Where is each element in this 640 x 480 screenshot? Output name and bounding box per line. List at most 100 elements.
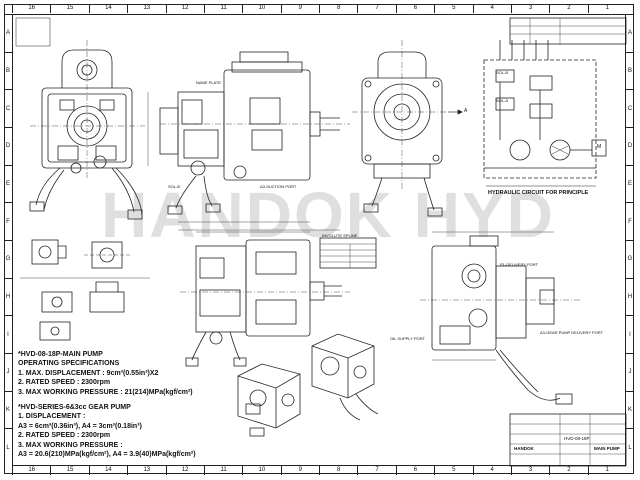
left-zone-k: K bbox=[4, 390, 12, 429]
left-zone-d: D bbox=[4, 127, 12, 165]
label-oil-supply-port: OIL SUPPLY PORT bbox=[390, 336, 425, 341]
top-zone-1: 1 bbox=[587, 4, 626, 13]
right-zone-k: K bbox=[626, 390, 634, 429]
left-zone-g: G bbox=[4, 240, 12, 278]
title-block-company: HANDOK bbox=[514, 446, 534, 451]
label-motor: M bbox=[597, 144, 602, 150]
top-zone-14: 14 bbox=[88, 4, 127, 13]
left-zone-j: J bbox=[4, 353, 12, 391]
left-zone-f: F bbox=[4, 202, 12, 240]
bottom-zone-5: 5 bbox=[434, 466, 472, 475]
bottom-zone-4: 4 bbox=[472, 466, 511, 475]
bottom-zone-16: 16 bbox=[12, 466, 50, 475]
right-zone-g: G bbox=[626, 240, 634, 278]
label-gear-pump-delivery: A3-GEAR PUMP DELIVERY PORT bbox=[540, 330, 604, 335]
spec-gear-pump-title: *HVD-SERIES-6&3cc GEAR PUMP bbox=[18, 404, 131, 412]
right-zone-b: B bbox=[626, 51, 634, 90]
bottom-zone-9: 9 bbox=[280, 466, 319, 475]
spec-rated-speed: 2. RATED SPEED : 2300rpm bbox=[18, 379, 111, 387]
label-involute-spline: INVOLUTE SPLINE bbox=[322, 233, 358, 238]
spec-gear-pressure-values: A3 = 20.6(210)MPa(kgf/cm²), A4 = 3.9(40)… bbox=[18, 451, 196, 459]
watermark-text: HANDOK HYD bbox=[101, 179, 555, 251]
isometric-views bbox=[237, 333, 379, 437]
right-zone-f: F bbox=[626, 202, 634, 240]
spec-operating-title: OPERATING SPECIFICATIONS bbox=[18, 360, 120, 368]
label-sol-b: SOL-B bbox=[168, 184, 181, 189]
top-zone-11: 11 bbox=[203, 4, 242, 13]
right-zone-i: I bbox=[626, 315, 634, 353]
left-zone-l: L bbox=[4, 428, 12, 466]
top-zone-16: 16 bbox=[12, 4, 50, 13]
spec-main-pump-title: *HVD-08-18P-MAIN PUMP bbox=[18, 351, 103, 358]
label-suction-port: A3-SUCTION PORT bbox=[260, 184, 297, 189]
right-zone-j: J bbox=[626, 353, 634, 391]
spec-gear-rated-speed: 2. RATED SPEED : 2300rpm bbox=[18, 432, 111, 440]
right-zone-a: A bbox=[626, 14, 634, 52]
bottom-zone-12: 12 bbox=[165, 466, 204, 475]
spec-gear-max-pressure: 3. MAX WORKING PRESSURE : bbox=[18, 441, 123, 449]
logo-block bbox=[15, 17, 51, 47]
spec-gear-displacement: 1. DISPLACEMENT : bbox=[18, 413, 86, 421]
title-block-name: MAIN PUMP bbox=[594, 446, 620, 451]
bottom-zone-6: 6 bbox=[395, 466, 434, 475]
side-view bbox=[147, 51, 350, 231]
rear-view bbox=[352, 40, 463, 217]
spec-gear-displacement-values: A3 = 6cm³(0.36in³), A4 = 3cm³(0.18in³) bbox=[18, 422, 142, 430]
right-zone-l: L bbox=[626, 428, 634, 466]
right-zone-h: H bbox=[626, 277, 634, 316]
gear-pump-view bbox=[420, 231, 580, 405]
left-zone-h: H bbox=[4, 277, 12, 316]
detail-views bbox=[20, 239, 150, 341]
top-zone-12: 12 bbox=[165, 4, 204, 13]
label-circuit-sol-a: SOL-A bbox=[496, 98, 509, 103]
left-zone-e: E bbox=[4, 164, 12, 203]
top-zone-13: 13 bbox=[127, 4, 165, 13]
top-zone-9: 9 bbox=[280, 4, 319, 13]
hydraulic-circuit bbox=[483, 40, 607, 187]
revision-block bbox=[509, 17, 627, 45]
bottom-zone-1: 1 bbox=[587, 466, 626, 475]
top-zone-2: 2 bbox=[549, 4, 587, 13]
top-zone-7: 7 bbox=[357, 4, 395, 13]
label-circuit-sol-b: SOL-B bbox=[496, 70, 509, 75]
left-zone-c: C bbox=[4, 89, 12, 127]
hydraulic-circuit-title: HYDRAULIC CIRCUIT FOR PRINCIPLE bbox=[488, 190, 589, 196]
top-zone-8: 8 bbox=[319, 4, 357, 13]
bottom-zone-15: 15 bbox=[50, 466, 88, 475]
spline-table bbox=[319, 237, 377, 269]
top-zone-4: 4 bbox=[472, 4, 511, 13]
left-zone-b: B bbox=[4, 51, 12, 90]
label-name-plate: NAME PLATE bbox=[196, 80, 222, 85]
left-zone-i: I bbox=[4, 315, 12, 353]
title-block bbox=[509, 413, 627, 467]
bottom-zone-10: 10 bbox=[242, 466, 280, 475]
operating-specifications: *HVD-08-18P-MAIN PUMP OPERATING SPECIFIC… bbox=[18, 350, 248, 459]
right-zone-d: D bbox=[626, 127, 634, 165]
left-zone-a: A bbox=[4, 14, 12, 52]
bottom-zone-8: 8 bbox=[319, 466, 357, 475]
bottom-zone-3: 3 bbox=[510, 466, 549, 475]
label-arrow-a: A bbox=[464, 108, 468, 114]
top-zone-10: 10 bbox=[242, 4, 280, 13]
bottom-zone-13: 13 bbox=[127, 466, 165, 475]
bottom-zone-2: 2 bbox=[549, 466, 587, 475]
title-block-model: HVD-08-18P bbox=[564, 436, 590, 441]
bottom-zone-7: 7 bbox=[357, 466, 395, 475]
label-delivery-port: P1-DELIVERY PORT bbox=[500, 262, 539, 267]
right-zone-e: E bbox=[626, 164, 634, 203]
sheet-inner-border bbox=[12, 14, 626, 466]
top-zone-3: 3 bbox=[510, 4, 549, 13]
top-zone-15: 15 bbox=[50, 4, 88, 13]
spec-max-pressure: 3. MAX WORKING PRESSURE : 21(214)MPa(kgf… bbox=[18, 388, 193, 396]
bottom-zone-11: 11 bbox=[203, 466, 242, 475]
right-zone-c: C bbox=[626, 89, 634, 127]
spec-max-displacement: 1. MAX. DISPLACEMENT : 9cm³(0.55in³)X2 bbox=[18, 369, 159, 377]
top-zone-6: 6 bbox=[395, 4, 434, 13]
top-zone-5: 5 bbox=[434, 4, 472, 13]
